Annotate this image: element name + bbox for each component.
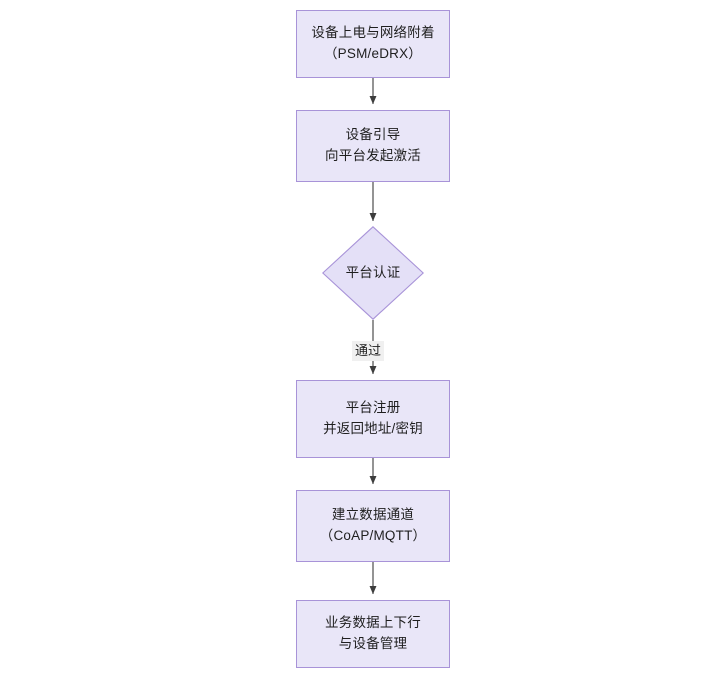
node-platform-authentication[interactable]: 平台认证 bbox=[322, 226, 424, 320]
node-label-line1: 平台注册 bbox=[345, 400, 401, 416]
node-label-line2: 并返回地址/密钥 bbox=[323, 421, 423, 436]
node-label-line1: 业务数据上下行 bbox=[325, 615, 421, 631]
node-device-bootstrap[interactable]: 设备引导 向平台发起激活 bbox=[296, 110, 450, 182]
node-platform-registration[interactable]: 平台注册 并返回地址/密钥 bbox=[296, 380, 450, 458]
node-business-data-and-device-management[interactable]: 业务数据上下行 与设备管理 bbox=[296, 600, 450, 668]
node-label-line2: （CoAP/MQTT） bbox=[319, 528, 427, 543]
node-device-power-on[interactable]: 设备上电与网络附着 （PSM/eDRX） bbox=[296, 10, 450, 78]
node-label-line1: 平台认证 bbox=[345, 264, 401, 280]
node-label-line2: 向平台发起激活 bbox=[325, 148, 421, 163]
node-label-line1: 设备引导 bbox=[345, 127, 401, 143]
node-label-line2: 与设备管理 bbox=[338, 636, 408, 651]
edge-label-pass: 通过 bbox=[352, 341, 385, 362]
node-label-line1: 设备上电与网络附着 bbox=[311, 25, 435, 41]
diamond-shape bbox=[322, 226, 424, 320]
node-label-line1: 建立数据通道 bbox=[331, 507, 415, 523]
node-data-channel[interactable]: 建立数据通道 （CoAP/MQTT） bbox=[296, 490, 450, 562]
node-label-line2: （PSM/eDRX） bbox=[323, 46, 423, 61]
